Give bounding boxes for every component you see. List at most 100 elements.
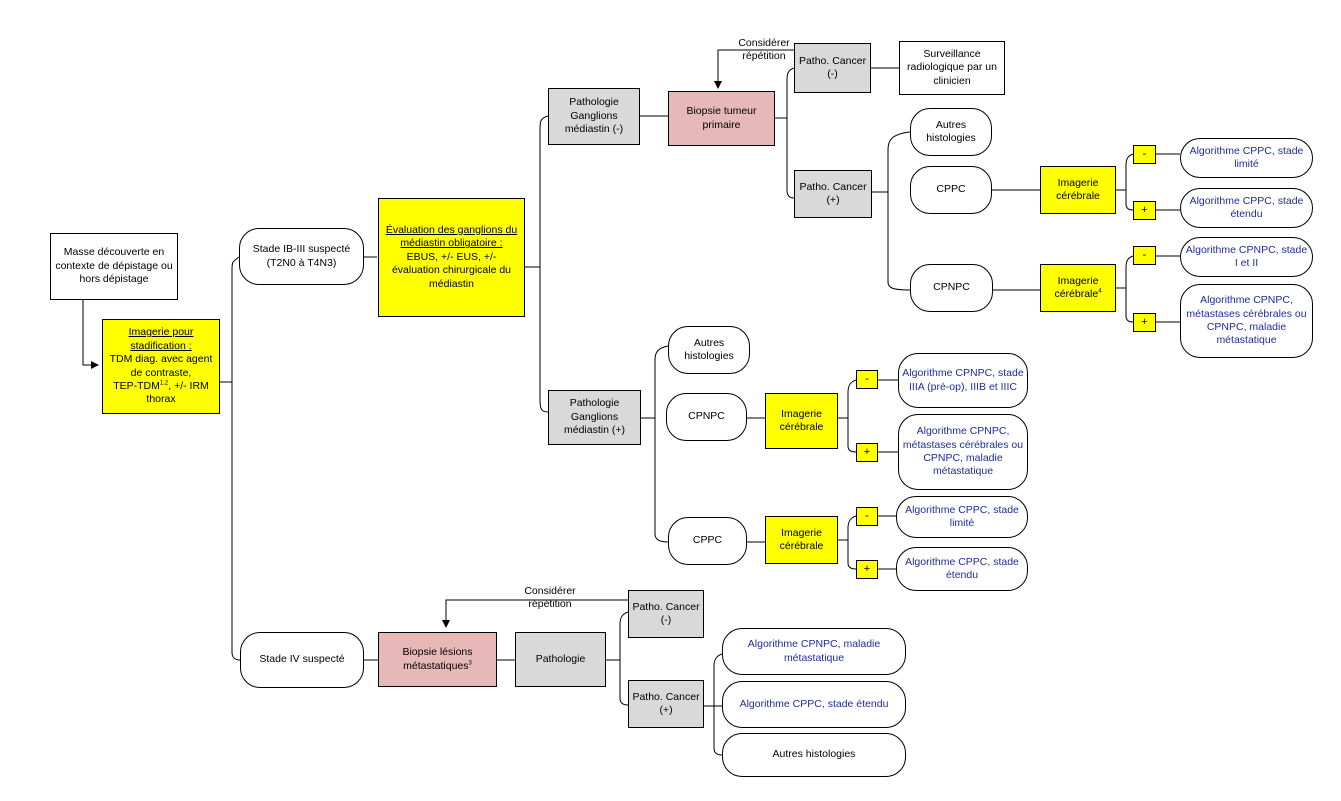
- positive-sign-2-text: +: [1141, 316, 1148, 329]
- algo-cpnpc-stage-iiia-text: Algorithme CPNPC, stade IIIA (pré-op), I…: [902, 367, 1024, 393]
- brain-imaging-top-text: Imagerie cérébrale: [1056, 176, 1100, 202]
- other-histologies-bottom-node: Autres histologies: [722, 733, 906, 777]
- cpnpc-top-text: CPNPC: [933, 281, 970, 294]
- cppc-top-text: CPPC: [936, 183, 966, 196]
- metastatic-lesion-biopsy-text: Biopsie lésions métastatiques3: [382, 646, 493, 673]
- negative-sign-1: -: [1133, 145, 1156, 164]
- cppc-mid-node: CPPC: [668, 517, 747, 565]
- algo-cppc-extended-bottom[interactable]: Algorithme CPPC, stade étendu: [722, 681, 906, 728]
- negative-sign-4-text: -: [865, 510, 869, 523]
- pathology-text: Pathologie: [535, 652, 586, 665]
- pathology-nodes-positive-text: Pathologie Ganglions médiastin (+): [564, 397, 625, 437]
- negative-sign-4: -: [856, 507, 878, 526]
- positive-sign-4-text: +: [863, 563, 871, 576]
- patho-cancer-negative-top-text: Patho. Cancer (-): [798, 54, 867, 80]
- cpnpc-mid-node: CPNPC: [666, 393, 747, 441]
- cppc-top-node: CPPC: [910, 166, 992, 214]
- mass-found-text: Masse découverte en contexte de dépistag…: [55, 246, 173, 286]
- brain-imaging-footnote-label: Imagerie cérébrale: [1054, 274, 1099, 300]
- positive-sign-3-text: +: [863, 446, 871, 459]
- other-histologies-mid-node: Autres histologies: [668, 326, 750, 374]
- mediastin-evaluation-title: Évaluation des ganglions du médiastin ob…: [385, 223, 518, 250]
- algo-cpnpc-stage-iiia[interactable]: Algorithme CPNPC, stade IIIA (pré-op), I…: [898, 353, 1028, 408]
- negative-sign-2-text: -: [1142, 249, 1147, 262]
- negative-sign-1-text: -: [1142, 148, 1147, 161]
- negative-sign-2: -: [1133, 246, 1156, 265]
- algo-cpnpc-metastatic-disease-text: Algorithme CPNPC, maladie métastatique: [747, 638, 881, 664]
- cpnpc-mid-text: CPNPC: [688, 410, 725, 423]
- pathology-nodes-positive-box: Pathologie Ganglions médiastin (+): [548, 390, 641, 445]
- negative-sign-3: -: [856, 370, 878, 389]
- patho-cancer-positive-top-box: Patho. Cancer (+): [794, 170, 872, 218]
- pathology-box: Pathologie: [515, 632, 606, 687]
- algo-cpnpc-metastatic-disease[interactable]: Algorithme CPNPC, maladie métastatique: [722, 628, 906, 675]
- other-histologies-bottom-text: Autres histologies: [772, 748, 856, 761]
- other-histologies-top-text: Autres histologies: [926, 118, 976, 144]
- brain-imaging-footnote-box: Imagerie cérébrale4: [1040, 264, 1116, 312]
- negative-sign-3-text: -: [865, 373, 869, 386]
- primary-tumor-biopsy-box: Biopsie tumeur primaire: [668, 91, 775, 146]
- algo-cppc-limited-top-text: Algorithme CPPC, stade limité: [1189, 144, 1304, 170]
- positive-sign-1: +: [1133, 201, 1156, 220]
- algo-cpnpc-metastases-mid[interactable]: Algorithme CPNPC, métastases cérébrales …: [898, 414, 1028, 490]
- algo-cppc-extended-bottom-text: Algorithme CPPC, stade étendu: [739, 697, 889, 710]
- staging-imaging-line1: TDM diag. avec agent de contraste,: [109, 353, 213, 379]
- metastatic-lesion-biopsy-box: Biopsie lésions métastatiques3: [378, 632, 497, 687]
- positive-sign-3: +: [856, 443, 878, 462]
- footnote-3: 3: [468, 660, 472, 666]
- algo-cppc-extended-mid[interactable]: Algorithme CPPC, stade étendu: [896, 547, 1028, 591]
- primary-tumor-biopsy-text: Biopsie tumeur primaire: [686, 105, 757, 131]
- repetition-note-bottom: Considérer répétition: [510, 585, 590, 610]
- other-histologies-top-node: Autres histologies: [910, 108, 992, 156]
- algo-cppc-extended-mid-text: Algorithme CPPC, stade étendu: [905, 555, 1019, 581]
- algo-cppc-limited-mid-text: Algorithme CPPC, stade limité: [905, 503, 1019, 529]
- repetition-note-top: Considérer répétition: [725, 37, 803, 62]
- staging-imaging-title: Imagerie pour stadification :: [128, 326, 194, 352]
- metastatic-lesion-biopsy-label: Biopsie lésions métastatiques: [402, 646, 473, 672]
- algo-cpnpc-metastases-top-text: Algorithme CPNPC, métastases cérébrales …: [1186, 294, 1307, 347]
- brain-imaging-top-box: Imagerie cérébrale: [1040, 166, 1116, 214]
- brain-imaging-mid-text: Imagerie cérébrale: [779, 407, 824, 433]
- algo-cppc-extended-top[interactable]: Algorithme CPPC, stade étendu: [1180, 188, 1313, 228]
- repetition-note-bottom-text: Considérer répétition: [524, 585, 576, 610]
- footnote-4: 4: [1098, 288, 1102, 295]
- stage-iv-node: Stade IV suspecté: [240, 632, 364, 688]
- cppc-mid-text: CPPC: [692, 534, 723, 547]
- stage-ib-iii-text: Stade IB-III suspecté (T2N0 à T4N3): [252, 243, 351, 269]
- algo-cppc-extended-top-text: Algorithme CPPC, stade étendu: [1189, 194, 1304, 220]
- mass-found-box: Masse découverte en contexte de dépistag…: [50, 233, 178, 300]
- footnote-1-2: 1,2: [159, 380, 169, 387]
- algo-cppc-limited-mid[interactable]: Algorithme CPPC, stade limité: [896, 496, 1028, 538]
- radiological-surveillance-box: Surveillance radiologique par un clinici…: [899, 41, 1005, 95]
- repetition-note-top-text: Considérer répétition: [738, 37, 790, 62]
- algo-cpnpc-stage-i-ii-text: Algorithme CPNPC, stade I et II: [1185, 243, 1308, 269]
- algo-cppc-limited-top[interactable]: Algorithme CPPC, stade limité: [1180, 138, 1313, 178]
- brain-imaging-mid-box: Imagerie cérébrale: [765, 393, 838, 449]
- radiological-surveillance-text: Surveillance radiologique par un clinici…: [907, 47, 997, 87]
- positive-sign-4: +: [856, 560, 878, 579]
- algo-cpnpc-metastases-mid-text: Algorithme CPNPC, métastases cérébrales …: [902, 425, 1024, 478]
- patho-cancer-negative-bottom-text: Patho. Cancer (-): [632, 600, 700, 626]
- patho-cancer-negative-top-box: Patho. Cancer (-): [794, 43, 871, 93]
- staging-imaging-tep: TEP-TDM: [113, 379, 160, 392]
- brain-imaging-bottom-box: Imagerie cérébrale: [765, 516, 838, 564]
- patho-cancer-positive-top-text: Patho. Cancer (+): [799, 180, 867, 206]
- patho-cancer-positive-bottom-text: Patho. Cancer (+): [632, 690, 700, 716]
- patho-cancer-negative-bottom-box: Patho. Cancer (-): [628, 590, 704, 638]
- algo-cpnpc-stage-i-ii[interactable]: Algorithme CPNPC, stade I et II: [1180, 237, 1313, 277]
- mediastin-evaluation-box: Évaluation des ganglions du médiastin ob…: [378, 198, 525, 317]
- patho-cancer-positive-bottom-box: Patho. Cancer (+): [628, 680, 704, 728]
- brain-imaging-footnote-text: Imagerie cérébrale4: [1044, 275, 1112, 302]
- pathology-nodes-negative-text: Pathologie Ganglions médiastin (-): [564, 96, 624, 136]
- staging-imaging-line2: TEP-TDM1,2, +/- IRM thorax: [106, 380, 216, 407]
- stage-iv-text: Stade IV suspecté: [259, 653, 345, 666]
- other-histologies-mid-text: Autres histologies: [684, 336, 734, 362]
- algo-cpnpc-metastases-top[interactable]: Algorithme CPNPC, métastases cérébrales …: [1180, 284, 1313, 358]
- staging-imaging-box: Imagerie pour stadification : TDM diag. …: [102, 319, 220, 414]
- positive-sign-1-text: +: [1141, 204, 1148, 217]
- brain-imaging-bottom-text: Imagerie cérébrale: [779, 526, 824, 552]
- stage-ib-iii-node: Stade IB-III suspecté (T2N0 à T4N3): [239, 228, 364, 285]
- positive-sign-2: +: [1133, 313, 1156, 332]
- cpnpc-top-node: CPNPC: [910, 264, 993, 312]
